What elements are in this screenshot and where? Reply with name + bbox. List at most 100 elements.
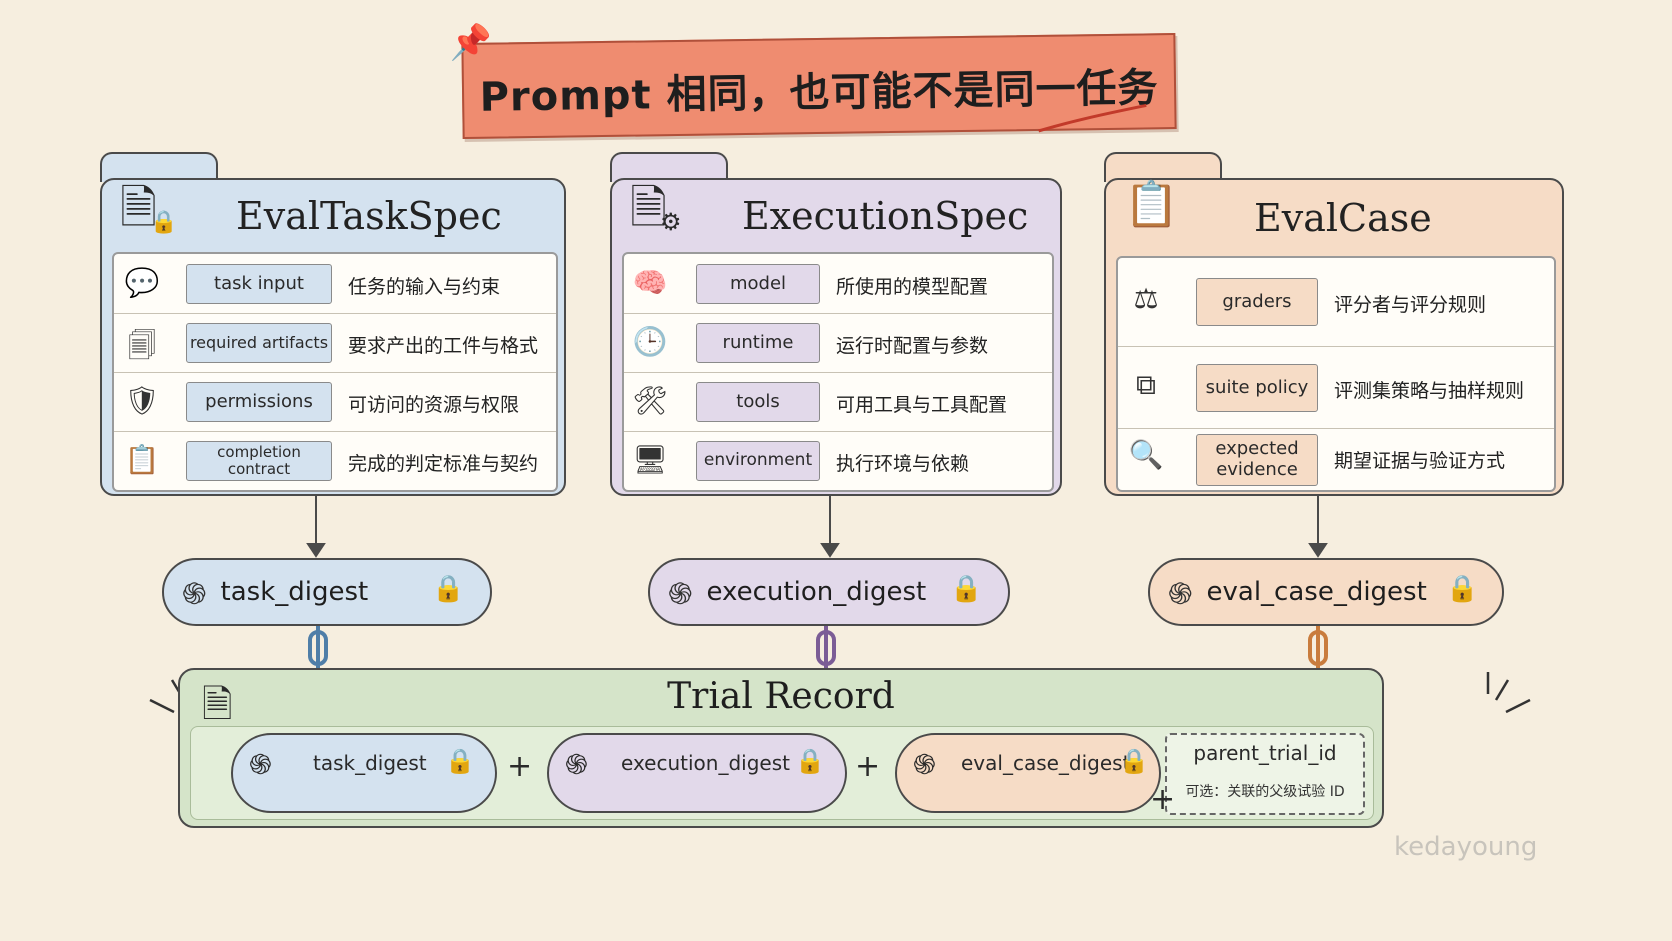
spec-tag: completion contract bbox=[186, 441, 332, 481]
plus-sign: + bbox=[507, 749, 533, 784]
eval-case-folder: 📋 EvalCase ⚖ graders 评分者与评分规则 ⧉ suite po… bbox=[1104, 178, 1564, 496]
arrowhead-case bbox=[1308, 543, 1328, 558]
spec-row: 🕒 runtime 运行时配置与参数 bbox=[624, 313, 1052, 373]
document-lock-icon: 🗎 bbox=[120, 180, 157, 234]
spec-tag: runtime bbox=[696, 323, 820, 363]
pushpin-icon: 📌 bbox=[449, 22, 492, 64]
spec-rows: 🧠 model 所使用的模型配置 🕒 runtime 运行时配置与参数 🛠 to… bbox=[622, 252, 1054, 492]
trial-execution-digest: ֍ execution_digest 🔒 bbox=[547, 733, 847, 813]
spec-desc: 评测集策略与抽样规则 bbox=[1334, 380, 1525, 402]
blocks-icon: ⧉ bbox=[1136, 368, 1156, 401]
arrowhead-task bbox=[306, 543, 326, 558]
spec-desc: 执行环境与依赖 bbox=[836, 453, 970, 475]
spec-tag: model bbox=[696, 264, 820, 304]
document-lock-icon-badge: 🔒 bbox=[150, 210, 178, 235]
spec-tag: tools bbox=[696, 382, 820, 422]
scales-icon: ⚖ bbox=[1133, 282, 1159, 315]
spec-desc: 评分者与评分规则 bbox=[1334, 294, 1487, 316]
digest-label: eval_case_digest bbox=[1206, 577, 1427, 607]
folder-tab-case bbox=[1104, 152, 1222, 182]
folder-tab-exec bbox=[610, 152, 728, 182]
document-magnifier-icon: 🔍 bbox=[1128, 438, 1164, 471]
spec-desc: 可用工具与工具配置 bbox=[836, 394, 1008, 416]
spec-tag: permissions bbox=[186, 382, 332, 422]
arrows bbox=[306, 496, 1328, 558]
spec-desc: 所使用的模型配置 bbox=[836, 276, 989, 298]
fingerprint-icon: ֍ bbox=[913, 748, 936, 781]
eval-task-spec-folder: 🗎 🔒 EvalTaskSpec 💬 task input 任务的输入与约束 🗐… bbox=[100, 178, 566, 496]
task-digest-pill: ֍ task_digest 🔒 bbox=[162, 558, 492, 626]
arrowhead-exec bbox=[820, 543, 840, 558]
watermark: kedayoung bbox=[1394, 832, 1538, 862]
eval-case-digest-pill: ֍ eval_case_digest 🔒 bbox=[1148, 558, 1504, 626]
digest-label: execution_digest bbox=[706, 577, 927, 607]
underline-scribble bbox=[1038, 103, 1147, 133]
trial-task-digest: ֍ task_digest 🔒 bbox=[231, 733, 497, 813]
parent-trial-id-box: parent_trial_id 可选：关联的父级试验 ID bbox=[1165, 733, 1365, 815]
spec-tag: graders bbox=[1196, 278, 1318, 326]
spec-tag: task input bbox=[186, 264, 332, 304]
spec-row: 🛠 tools 可用工具与工具配置 bbox=[624, 372, 1052, 432]
spec-desc: 可访问的资源与权限 bbox=[348, 394, 520, 416]
lock-icon: 🔒 bbox=[432, 574, 465, 604]
spec-row: 🛡 permissions 可访问的资源与权限 bbox=[114, 372, 556, 432]
folder-tab-task bbox=[100, 152, 218, 182]
spec-row: 🔍 expected evidence 期望证据与验证方式 bbox=[1118, 428, 1554, 490]
spec-row: 📋 completion contract 完成的判定标准与契约 bbox=[114, 431, 556, 490]
trial-eval-case-digest: ֍ eval_case_digest 🔒 bbox=[895, 733, 1161, 813]
folder-title: ExecutionSpec bbox=[742, 194, 1029, 238]
fingerprint-icon: ֍ bbox=[668, 576, 693, 612]
spec-desc: 运行时配置与参数 bbox=[836, 335, 989, 357]
trial-record-fields: ֍ task_digest 🔒 + ֍ execution_digest 🔒 +… bbox=[190, 726, 1374, 820]
spec-row: ⧉ suite policy 评测集策略与抽样规则 bbox=[1118, 346, 1554, 429]
spec-row: 🗐 required artifacts 要求产出的工件与格式 bbox=[114, 313, 556, 373]
fingerprint-icon: ֍ bbox=[1168, 576, 1193, 612]
spec-tag: environment bbox=[696, 441, 820, 481]
title-banner: 📌 Prompt 相同，也可能不是同一任务 bbox=[449, 23, 1177, 139]
spec-desc: 任务的输入与约束 bbox=[348, 276, 501, 298]
execution-digest-pill: ֍ execution_digest 🔒 bbox=[648, 558, 1010, 626]
spec-desc: 要求产出的工件与格式 bbox=[348, 335, 539, 357]
speech-bubble-icon: 💬 bbox=[124, 266, 160, 299]
spec-row: 🧠 model 所使用的模型配置 bbox=[624, 254, 1052, 314]
spec-rows: 💬 task input 任务的输入与约束 🗐 required artifac… bbox=[112, 252, 558, 492]
lock-icon: 🔒 bbox=[1119, 747, 1149, 775]
lock-icon: 🔒 bbox=[795, 747, 825, 775]
fingerprint-icon: ֍ bbox=[565, 748, 588, 781]
execution-spec-folder: 🗎 ⚙ ExecutionSpec 🧠 model 所使用的模型配置 🕒 run… bbox=[610, 178, 1062, 496]
fingerprint-icon: ֍ bbox=[249, 748, 272, 781]
document-gear-icon-badge: ⚙ bbox=[660, 208, 682, 236]
trial-record-panel: 🗎 Trial Record ֍ task_digest 🔒 + ֍ execu… bbox=[178, 668, 1384, 828]
spec-row: 🖥 environment 执行环境与依赖 bbox=[624, 431, 1052, 490]
monitor-icon: 🖥 bbox=[632, 443, 668, 476]
lock-icon: 🔒 bbox=[445, 747, 475, 775]
spec-tag: required artifacts bbox=[186, 323, 332, 363]
spec-desc: 完成的判定标准与契约 bbox=[348, 453, 539, 475]
parent-trial-id-label: parent_trial_id bbox=[1193, 741, 1337, 765]
digest-label: execution_digest bbox=[621, 751, 790, 775]
parent-trial-id-note: 可选：关联的父级试验 ID bbox=[1185, 784, 1345, 800]
spec-rows: ⚖ graders 评分者与评分规则 ⧉ suite policy 评测集策略与… bbox=[1116, 256, 1556, 492]
documents-stack-icon: 🗐 bbox=[128, 329, 156, 362]
plus-sign: + bbox=[855, 749, 881, 784]
shield-lock-icon: 🛡 bbox=[124, 384, 160, 417]
digest-label: task_digest bbox=[220, 577, 369, 607]
trial-record-title: Trial Record bbox=[667, 676, 895, 717]
plus-sign: + bbox=[1150, 782, 1176, 817]
document-icon: 🗎 bbox=[202, 682, 233, 726]
fingerprint-icon: ֍ bbox=[182, 576, 207, 612]
clock-icon: 🕒 bbox=[632, 325, 668, 358]
digest-label: task_digest bbox=[313, 751, 427, 775]
spec-tag: suite policy bbox=[1196, 364, 1318, 412]
brain-circuit-icon: 🧠 bbox=[632, 266, 668, 299]
folder-title: EvalCase bbox=[1254, 196, 1432, 240]
folder-title: EvalTaskSpec bbox=[236, 194, 502, 238]
wrench-screwdriver-icon: 🛠 bbox=[632, 384, 668, 417]
spec-row: 💬 task input 任务的输入与约束 bbox=[114, 254, 556, 314]
document-gear-icon: 🗎 bbox=[630, 180, 667, 234]
lock-icon: 🔒 bbox=[1446, 574, 1479, 604]
clipboard-checklist-icon: 📋 bbox=[1124, 179, 1179, 230]
lock-icon: 🔒 bbox=[950, 574, 983, 604]
spec-row: ⚖ graders 评分者与评分规则 bbox=[1118, 258, 1554, 347]
digest-label: eval_case_digest bbox=[961, 751, 1131, 775]
